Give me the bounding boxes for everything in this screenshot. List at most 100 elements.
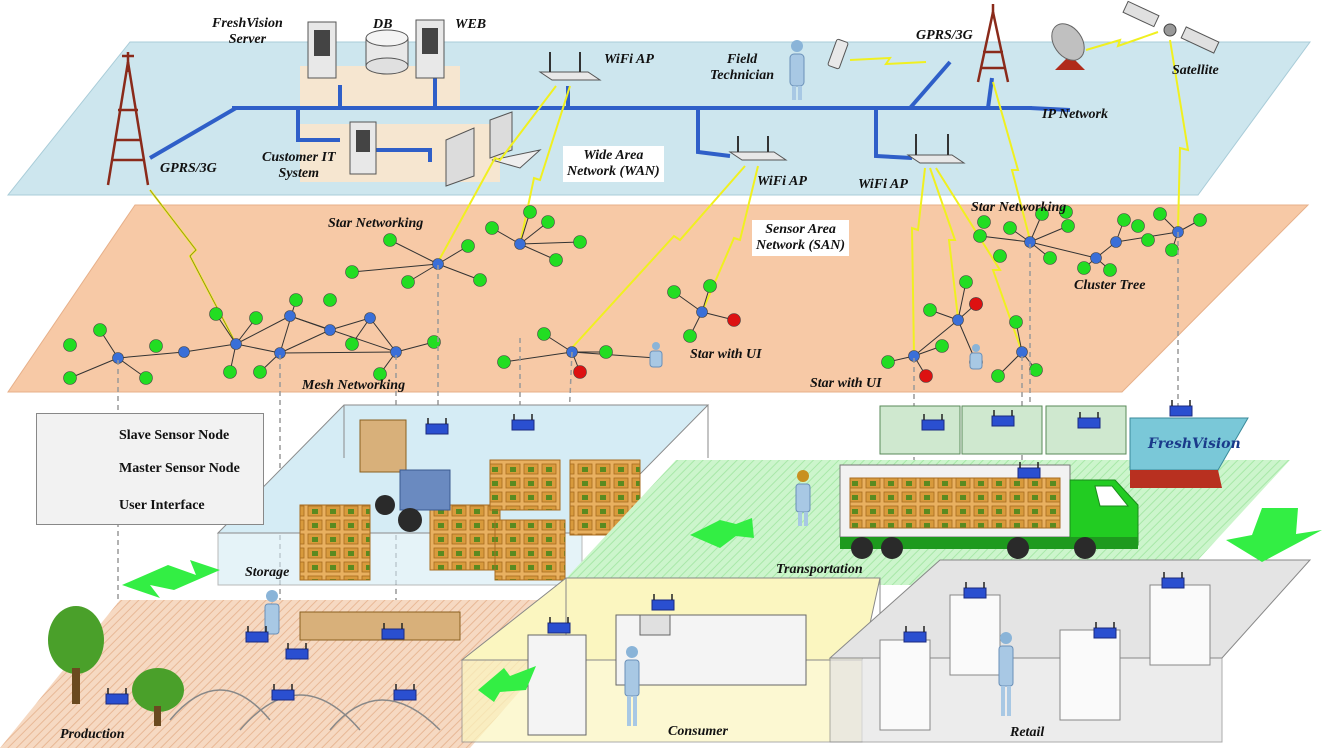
slave-sensor-node [473, 273, 487, 287]
slave-sensor-node [289, 293, 303, 307]
network-edge [519, 241, 581, 245]
freshvision-server-icon [307, 21, 337, 79]
wifi-ap-top-label: WiFi AP [604, 52, 654, 67]
star-networking-left-label: Star Networking [328, 216, 424, 231]
slave-sensor-node [1043, 251, 1057, 265]
network-edge [1029, 241, 1097, 259]
slave-sensor-node [1035, 207, 1049, 221]
wifi-ap-right-label: WiFi AP [858, 177, 908, 192]
master-sensor-box-icon [1077, 412, 1101, 429]
san-label: Sensor Area Network (SAN) [752, 220, 850, 256]
slave-sensor-node [461, 239, 475, 253]
master-sensor-box-icon [1169, 400, 1193, 417]
legend-ui-row: User Interface [37, 496, 263, 516]
master-sensor-box-icon [903, 626, 927, 643]
storage-scene [216, 404, 710, 586]
network-edge [69, 357, 119, 379]
master-sensor-node [178, 346, 190, 358]
network-edge [235, 343, 281, 354]
production-label: Production [60, 727, 125, 742]
transportation-scene [560, 405, 1290, 585]
ip-network-lines [148, 60, 1071, 162]
network-edge [279, 329, 331, 354]
slave-sensor-node [541, 215, 555, 229]
ip-network-label: IP Network [1042, 107, 1108, 122]
slave-sensor-node [345, 337, 359, 351]
retail-label: Retail [1010, 725, 1045, 740]
slave-sensor-node [935, 339, 949, 353]
gprs-3g-right-label: GPRS/3G [916, 28, 973, 43]
master-sensor-node [514, 238, 526, 250]
wifi-ap-mid-label: WiFi AP [757, 174, 807, 189]
master-sensor-node [364, 312, 376, 324]
slave-sensor-node [1117, 213, 1131, 227]
master-sensor-box-icon [963, 582, 987, 599]
legend-slave-label: Slave Sensor Node [119, 428, 230, 443]
cell-tower-right-icon [976, 4, 1010, 83]
master-sensor-box-icon [105, 688, 129, 705]
master-sensor-box-icon [547, 617, 571, 634]
phone-icon [827, 38, 849, 70]
flow-arrows [122, 508, 1322, 702]
slave-sensor-node [537, 327, 551, 341]
master-sensor-box-icon [285, 643, 309, 660]
flow-arrow-storage-to-transport [690, 518, 754, 548]
legend-slave-row: Slave Sensor Node [37, 426, 263, 446]
network-edge [279, 299, 297, 354]
production-scene [0, 590, 600, 748]
legend-master-row: Master Sensor Node [37, 459, 263, 479]
database-icon [365, 29, 409, 75]
slave-sensor-node [1059, 205, 1073, 219]
slave-sensor-node [959, 275, 973, 289]
slave-sensor-node [973, 229, 987, 243]
master-sensor-node [696, 306, 708, 318]
master-sensor-box-icon [1017, 462, 1041, 479]
master-sensor-box-icon [245, 626, 269, 643]
legend-box: Slave Sensor Node Master Sensor Node Use… [36, 413, 264, 525]
slave-sensor-node [1131, 219, 1145, 233]
customer-it-system-label: Customer IT System [262, 150, 336, 181]
slave-sensor-node [573, 235, 587, 249]
slave-sensor-node [139, 371, 153, 385]
slave-sensor-node [1003, 221, 1017, 235]
mesh-networking-label: Mesh Networking [302, 378, 406, 393]
master-sensor-box-icon [381, 623, 405, 640]
star-with-ui-right-label: Star with UI [810, 376, 882, 391]
slave-sensor-node [1009, 315, 1023, 329]
slave-sensor-node [401, 275, 415, 289]
slave-sensor-node [149, 339, 163, 353]
slave-sensor-node [63, 371, 77, 385]
satellite-dish-icon [1051, 23, 1085, 70]
master-sensor-box-icon [393, 684, 417, 701]
master-sensor-box-icon [991, 410, 1015, 427]
master-sensor-node [952, 314, 964, 326]
master-sensor-box-icon [1093, 622, 1117, 639]
retail-scene [828, 559, 1312, 743]
satellite-icon [1122, 0, 1220, 54]
wifi-ap-mid-icon [728, 136, 788, 161]
slave-sensor-node [1193, 213, 1207, 227]
sensor-boxes [105, 400, 1193, 705]
db-label: DB [373, 17, 393, 32]
satellite-label: Satellite [1172, 63, 1219, 78]
slave-sensor-node [703, 279, 717, 293]
slave-sensor-node [993, 249, 1007, 263]
network-edge [289, 315, 397, 353]
slave-sensor-node [549, 253, 563, 267]
cluster-tree-label: Cluster Tree [1074, 278, 1146, 293]
flow-arrow-production-to-storage [122, 560, 220, 598]
slave-sensor-node [485, 221, 499, 235]
network-edge [351, 263, 439, 273]
master-sensor-box-icon [271, 684, 295, 701]
slave-sensor-node [253, 365, 267, 379]
slave-sensor-node [323, 293, 337, 307]
freshvision-server-label: FreshVision Server [212, 16, 283, 47]
user-interface-node [727, 313, 741, 327]
field-technician-label: Field Technician [710, 52, 775, 83]
ship-brand-label: FreshVision [1148, 436, 1241, 452]
storage-label: Storage [245, 565, 290, 580]
wifi-ap-top-icon [538, 52, 602, 81]
flow-arrow-transport-to-retail [1226, 508, 1322, 562]
